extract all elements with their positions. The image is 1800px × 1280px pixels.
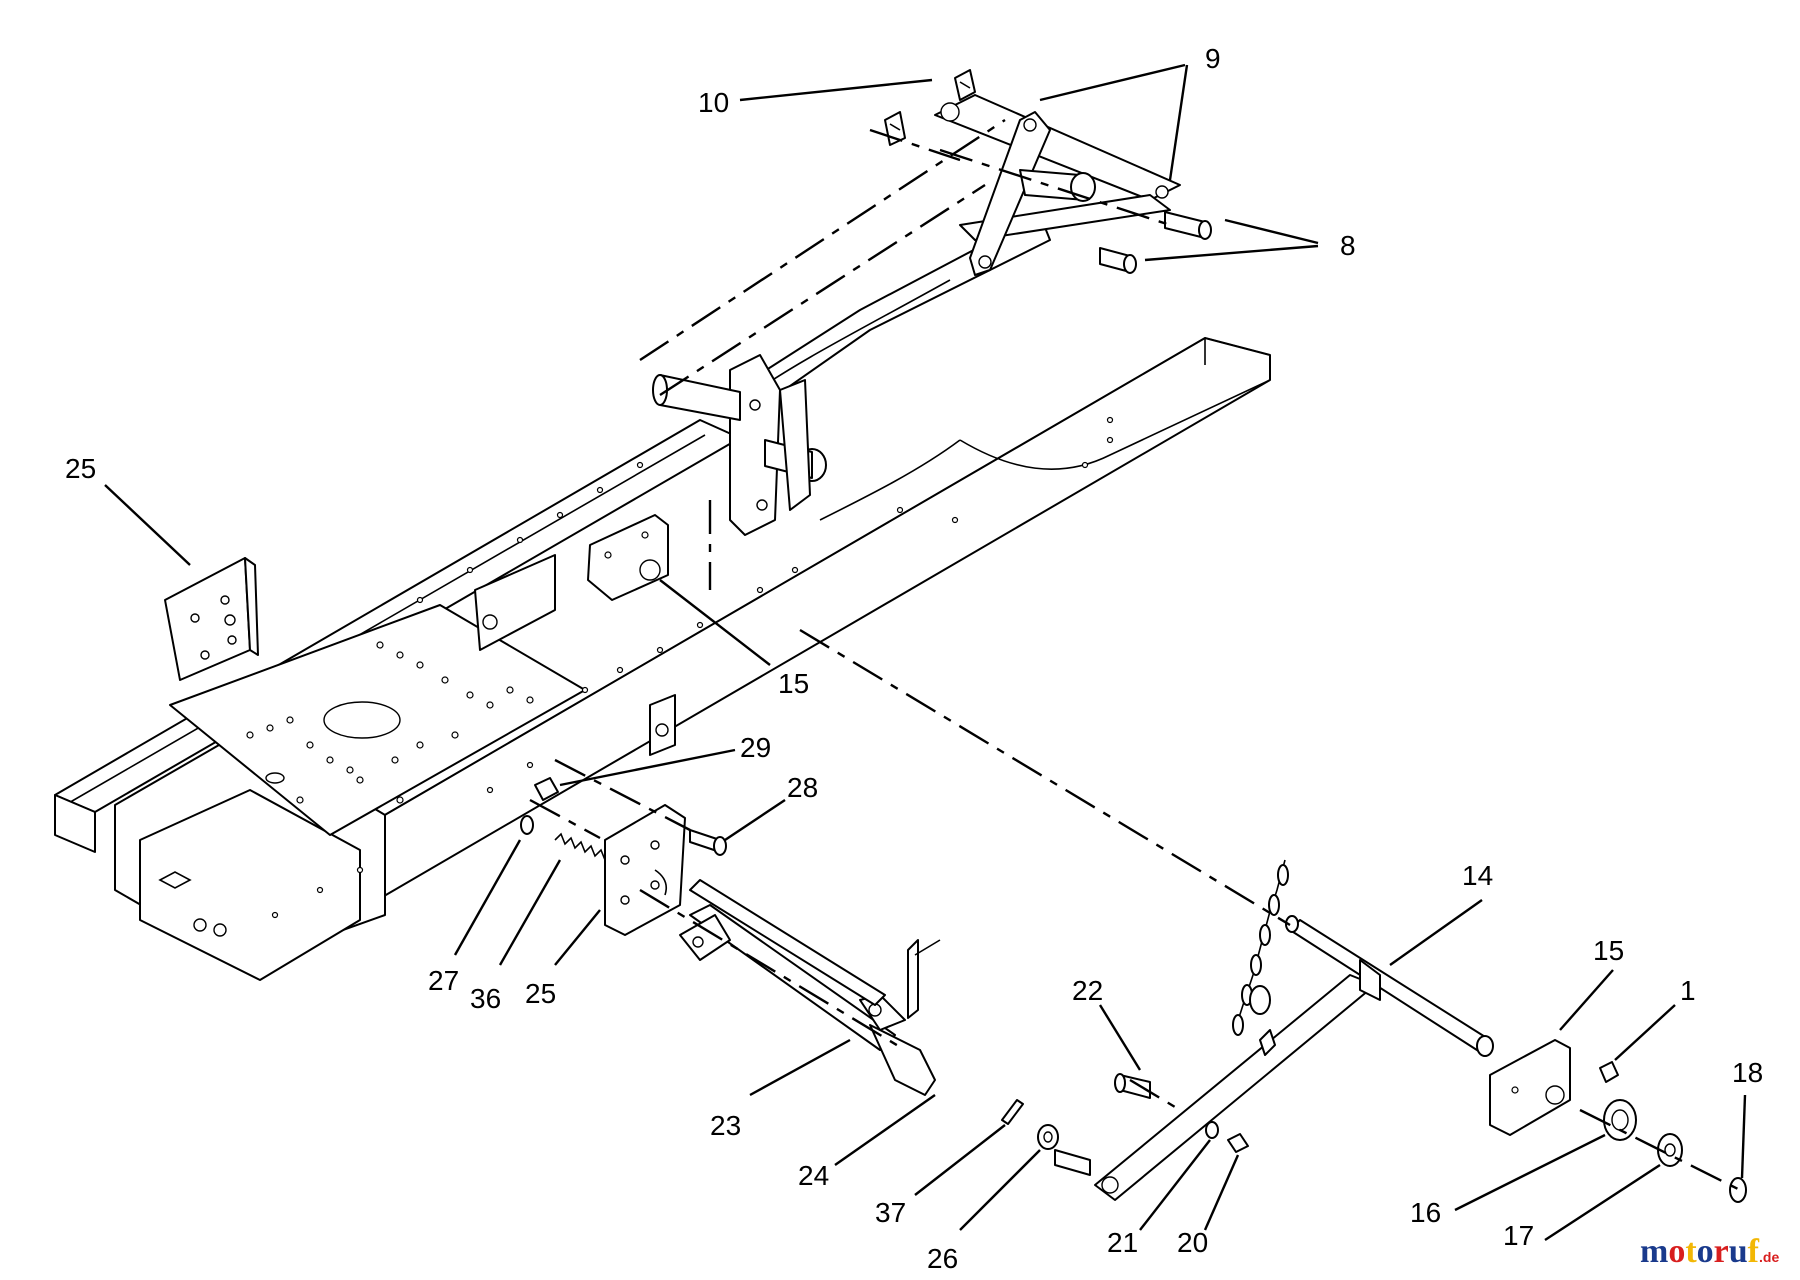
callout-1: 1 xyxy=(1680,975,1696,1006)
callout-28: 28 xyxy=(787,772,818,803)
lever-yoke xyxy=(679,914,731,961)
part-10-clip-a xyxy=(954,69,976,101)
part-1-bolt xyxy=(1599,1061,1619,1083)
callout-20: 20 xyxy=(1177,1227,1208,1258)
part-18-clip xyxy=(1729,1177,1747,1203)
callout-15-right: 15 xyxy=(1593,935,1624,966)
part-36-spring xyxy=(554,832,606,861)
part-21-chain xyxy=(1232,859,1289,1056)
frame-plate-holes xyxy=(246,641,534,804)
callout-labels: 10 9 8 25 15 29 28 27 36 25 23 24 37 26 … xyxy=(65,43,1763,1274)
callout-17: 17 xyxy=(1503,1220,1534,1251)
watermark-text: motoruf.de xyxy=(1640,1233,1779,1270)
lift-pivot-bracket xyxy=(652,354,827,536)
callout-22: 22 xyxy=(1072,975,1103,1006)
frame-rail-holes xyxy=(271,416,1114,919)
assembly-lines xyxy=(529,118,1741,1192)
part-16-spacer xyxy=(1603,1099,1637,1141)
callout-25-lower: 25 xyxy=(525,978,556,1009)
watermark-logo: motoruf.de xyxy=(1640,1233,1779,1270)
frame-deck-plate xyxy=(169,604,586,836)
callout-9: 9 xyxy=(1205,43,1221,74)
part-20-washer xyxy=(1205,1121,1219,1139)
callout-24: 24 xyxy=(798,1160,829,1191)
callout-27: 27 xyxy=(428,965,459,996)
part-24-handle-rod xyxy=(689,879,941,1019)
callout-15-left: 15 xyxy=(778,668,809,699)
part-37-pin xyxy=(1001,1099,1024,1125)
callout-25-left: 25 xyxy=(65,453,96,484)
callout-10: 10 xyxy=(698,87,729,118)
part-26-washer xyxy=(1037,1124,1059,1150)
part-8-bolt-b xyxy=(1099,247,1137,274)
callout-8: 8 xyxy=(1340,230,1356,261)
callout-21: 21 xyxy=(1107,1227,1138,1258)
callout-14: 14 xyxy=(1462,860,1493,891)
part-28-bolt xyxy=(689,829,727,856)
part-27-washer xyxy=(520,815,534,835)
part-25-left-bracket xyxy=(164,557,259,681)
callout-16: 16 xyxy=(1410,1197,1441,1228)
part-8-bolt-a xyxy=(1164,211,1212,240)
part-25-lower-bracket xyxy=(604,804,686,936)
frame-rail-near xyxy=(229,337,1271,946)
callout-36: 36 xyxy=(470,983,501,1014)
part-9-link-upper xyxy=(934,94,1181,241)
callout-18: 18 xyxy=(1732,1057,1763,1088)
callout-29: 29 xyxy=(740,732,771,763)
part-22-bolt xyxy=(1114,1073,1151,1099)
part-14-cross-shaft xyxy=(1094,915,1494,1201)
callout-23: 23 xyxy=(710,1110,741,1141)
part-22-pin xyxy=(1054,1149,1091,1176)
part-15-bracket-left xyxy=(587,514,669,601)
callout-37: 37 xyxy=(875,1197,906,1228)
part-15-bracket-right xyxy=(1489,1039,1571,1136)
frame-bracket-left xyxy=(474,554,556,651)
part-20-nut xyxy=(1227,1133,1249,1153)
callout-leaders xyxy=(104,63,1747,1242)
frame-bracket-lower xyxy=(649,694,676,756)
part-29-nut xyxy=(534,777,559,801)
callout-26: 26 xyxy=(927,1243,958,1274)
part-9-link-vertical xyxy=(969,111,1051,276)
